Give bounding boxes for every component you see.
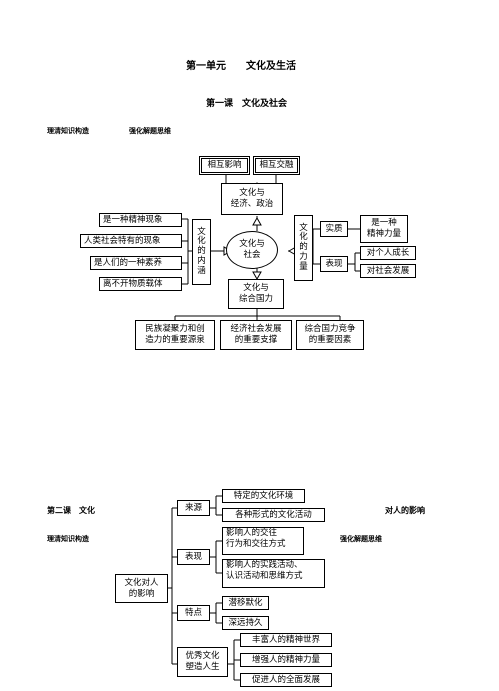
- bottom-economy-line2: 的重要支撑: [234, 335, 278, 345]
- econ-politics-line1: 文化与: [239, 188, 265, 199]
- bottom-box-competition: 综合国力竞争 的重要因素: [296, 320, 364, 350]
- power-label-char: 力: [299, 251, 308, 262]
- inner-item-quality: 是人们的一种素养: [90, 256, 182, 270]
- root-line2: 的影响: [128, 588, 155, 599]
- bottom-box-cohesion: 民族凝聚力和创 造力的重要源泉: [135, 320, 215, 350]
- shape-line1: 优秀文化: [185, 651, 220, 662]
- econ-politics-line2: 经济、政治: [230, 199, 274, 209]
- inner-label-char: 的: [197, 246, 206, 257]
- essence-value-line1: 是一种: [371, 218, 397, 229]
- shape-item-strengthen: 增强人的精神力量: [240, 653, 332, 667]
- bottom-cohesion-line2: 造力的重要源泉: [145, 335, 205, 345]
- subheading-structure: 理清知识构造: [47, 127, 89, 135]
- show-box: 表现: [177, 549, 210, 565]
- show-practice-line2: 认识活动和思维方式: [226, 570, 303, 581]
- unit-title: 第一单元 文化及生活: [186, 61, 296, 72]
- center-line2: 社会: [243, 250, 261, 260]
- national-power-box: 文化与 综合国力: [228, 279, 284, 309]
- manifest-individual: 对个人成长: [360, 246, 416, 260]
- power-label-char: 量: [299, 261, 308, 272]
- bottom-box-economy: 经济社会发展 的重要支撑: [220, 320, 292, 350]
- power-label-char: 文: [299, 222, 308, 233]
- manifest-society: 对社会发展: [360, 264, 416, 278]
- inner-label-char: 文: [197, 226, 206, 237]
- inner-item-material: 离不开物质载体: [99, 277, 182, 291]
- lesson2-subheading-structure: 理清知识构造: [47, 535, 89, 543]
- show-practice-line1: 影响人的实践活动、: [226, 560, 303, 570]
- show-interaction-line2: 行为和交往方式: [226, 538, 286, 549]
- show-item-practice: 影响人的实践活动、 认识活动和思维方式: [222, 559, 325, 588]
- essence-value-line2: 精神力量: [366, 229, 401, 239]
- inner-item-social: 人类社会特有的现象: [80, 234, 182, 248]
- inner-item-spiritual: 是一种精神现象: [99, 213, 182, 227]
- econ-politics-box: 文化与 经济、政治: [221, 183, 283, 215]
- shape-life-box: 优秀文化 塑造人生: [177, 647, 228, 677]
- essence-box: 实质: [320, 221, 348, 237]
- bottom-competition-line2: 的重要因素: [308, 335, 352, 345]
- culture-power-label: 文 化 的 力 量: [294, 215, 313, 281]
- center-line1: 文化与: [239, 239, 265, 250]
- source-item-environment: 特定的文化环境: [222, 489, 305, 503]
- manifest-box: 表现: [320, 256, 348, 272]
- shape-line2: 塑造人生: [185, 662, 220, 672]
- power-label-char: 化: [299, 232, 308, 243]
- lesson2-subheading-thinking: 强化解题思维: [340, 535, 382, 543]
- national-power-line1: 文化与: [243, 283, 269, 294]
- shape-item-develop: 促进人的全面发展: [240, 673, 332, 687]
- shape-item-enrich: 丰富人的精神世界: [240, 633, 332, 647]
- inner-label-char: 涵: [197, 265, 206, 276]
- root-box: 文化对人 的影响: [115, 574, 168, 603]
- bottom-economy-line1: 经济社会发展: [230, 324, 282, 335]
- root-line1: 文化对人: [124, 577, 159, 588]
- subheading-thinking: 强化解题思维: [129, 127, 171, 135]
- bottom-cohesion-line1: 民族凝聚力和创: [145, 324, 205, 335]
- show-interaction-line1: 影响人的交往: [226, 528, 278, 538]
- bottom-competition-line1: 综合国力竞争: [304, 324, 356, 335]
- national-power-line2: 综合国力: [238, 294, 273, 304]
- feature-box: 特点: [177, 605, 210, 621]
- lesson2-title-right: 对人的影响: [385, 506, 425, 515]
- source-box: 来源: [177, 500, 210, 516]
- essence-value-box: 是一种 精神力量: [360, 215, 408, 243]
- inner-label-char: 内: [197, 255, 206, 266]
- inner-label-char: 化: [197, 236, 206, 247]
- power-label-char: 的: [299, 242, 308, 253]
- culture-inner-label: 文 化 的 内 涵: [192, 219, 211, 285]
- mutual-fusion-box: 相互交融: [253, 156, 300, 175]
- lesson2-title-left: 第二课 文化: [47, 506, 95, 515]
- source-item-activities: 各种形式的文化活动: [222, 508, 325, 522]
- lesson1-title: 第一课 文化及社会: [206, 99, 288, 109]
- feature-item-subtle: 潜移默化: [222, 596, 269, 610]
- culture-society-center: 文化与 社会: [226, 231, 278, 269]
- show-item-interaction: 影响人的交往 行为和交往方式: [222, 527, 304, 555]
- feature-item-lasting: 深远持久: [222, 616, 269, 630]
- mutual-influence-box: 相互影响: [199, 156, 250, 175]
